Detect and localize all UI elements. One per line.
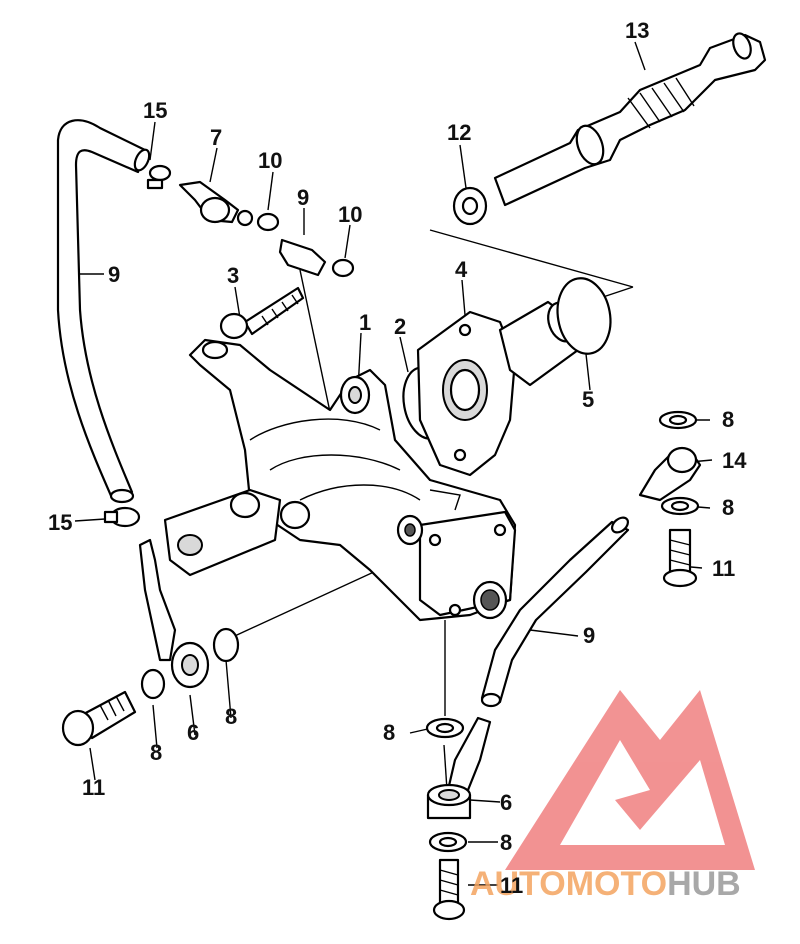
label-9-right: 9 [583, 623, 595, 648]
label-4: 4 [455, 257, 468, 282]
bottom-banjo-stack [425, 716, 492, 921]
connector-and-short-hose [178, 180, 355, 278]
label-6-left: 6 [187, 720, 199, 745]
label-7: 7 [210, 125, 222, 150]
label-14: 14 [722, 448, 747, 473]
automotohub-watermark: AUTOMOTOHUB [470, 690, 755, 903]
label-11-right: 11 [712, 556, 735, 581]
svg-text:AUTOMOTOHUB: AUTOMOTOHUB [470, 865, 741, 903]
label-12: 12 [447, 120, 471, 145]
label-10-b: 10 [338, 202, 362, 227]
label-15-left: 15 [48, 510, 72, 535]
flange-assembly [402, 277, 612, 477]
part-labels: 1 2 3 4 5 6 6 7 8 8 8 8 8 8 9 9 9 10 10 … [48, 18, 747, 898]
watermark-text-part1: AUTOMOTO [470, 865, 667, 903]
label-8-left-a: 8 [150, 740, 162, 765]
bolt-3 [219, 286, 305, 340]
drive-shaft [452, 32, 767, 226]
label-6-bottom: 6 [500, 790, 512, 815]
label-5: 5 [582, 387, 594, 412]
left-banjo-stack [61, 538, 240, 747]
label-10-a: 10 [258, 148, 282, 173]
watermark-text-part2: HUB [667, 865, 741, 903]
hose-clamps [103, 164, 172, 528]
label-1: 1 [359, 310, 371, 335]
label-8-top-right: 8 [722, 407, 734, 432]
label-8-left-b: 8 [225, 704, 237, 729]
pump-housing [163, 338, 517, 622]
label-8-bottom-a: 8 [383, 720, 395, 745]
label-8-bottom-b: 8 [500, 830, 512, 855]
right-banjo-stack [638, 410, 702, 588]
label-13: 13 [625, 18, 649, 43]
label-3: 3 [227, 263, 239, 288]
label-9-left: 9 [108, 262, 120, 287]
hose-long-left [56, 119, 151, 504]
label-9-short: 9 [297, 185, 309, 210]
label-2: 2 [394, 314, 406, 339]
watermark-logo [505, 690, 755, 870]
label-15-top: 15 [143, 98, 167, 123]
label-11-bottom: 11 [500, 873, 523, 898]
hose-right [480, 516, 630, 708]
label-11-left: 11 [82, 775, 105, 800]
label-8-mid-right: 8 [722, 495, 734, 520]
